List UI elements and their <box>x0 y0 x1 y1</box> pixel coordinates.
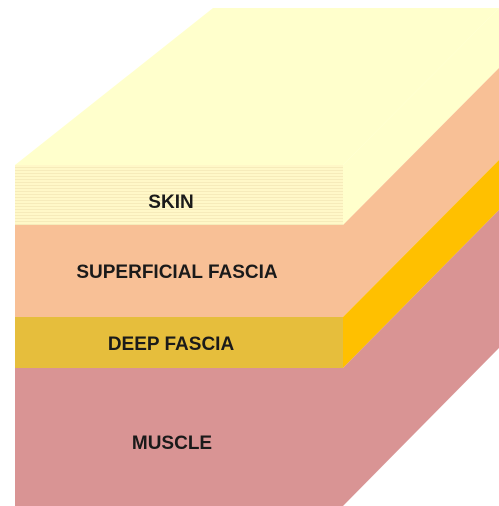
deep-fascia-label: DEEP FASCIA <box>108 334 235 355</box>
superficial-fascia-label: SUPERFICIAL FASCIA <box>76 262 278 283</box>
muscle-label: MUSCLE <box>132 433 212 454</box>
skin-label: SKIN <box>148 192 193 213</box>
